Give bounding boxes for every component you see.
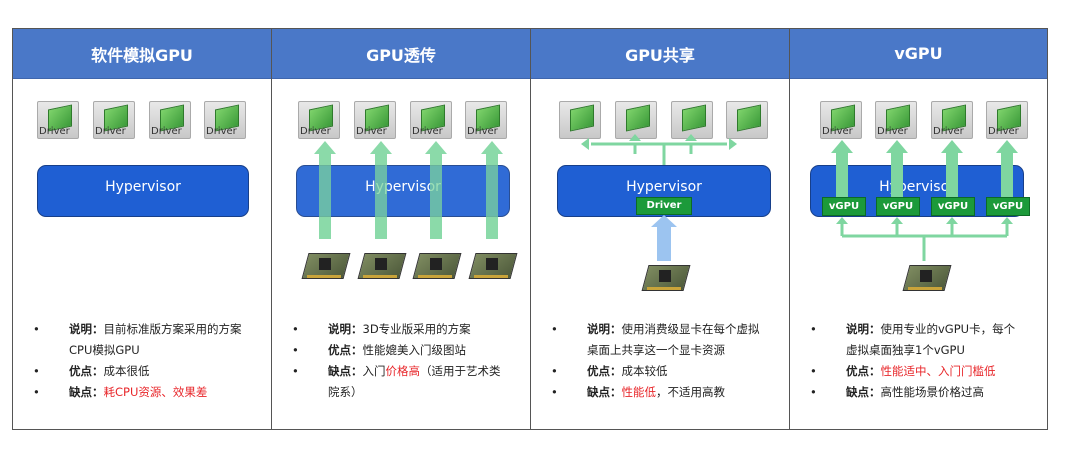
vm-icon — [726, 101, 768, 139]
gpu-card-icon — [641, 261, 691, 291]
column-title: GPU透传 — [272, 29, 530, 79]
vm-icon: Driver — [298, 101, 340, 139]
vm-icon: Driver — [204, 101, 246, 139]
vm-icon: Driver — [93, 101, 135, 139]
vm-icon: Driver — [354, 101, 396, 139]
vm-icon: Driver — [149, 101, 191, 139]
comparison-table: 软件模拟GPU Driver Driver Driver Driver Hype… — [12, 28, 1048, 430]
bullet-list: •说明：目前标准版方案采用的方案 CPU模拟GPU •优点：成本很低 •缺点：耗… — [33, 322, 242, 399]
gpu-card-icon — [902, 261, 952, 291]
vgpu-tag: vGPU — [931, 197, 975, 216]
hypervisor-box: Hypervisor — [37, 165, 249, 217]
hypervisor-box: Hypervisor — [296, 165, 510, 217]
vm-icon — [671, 101, 713, 139]
vgpu-tag: vGPU — [822, 197, 866, 216]
column-gpu-passthrough: GPU透传 Driver Driver Driver Driver Hyperv… — [272, 29, 531, 429]
gpu-card-icon — [357, 249, 407, 279]
vm-icon — [559, 101, 601, 139]
vgpu-tag: vGPU — [986, 197, 1030, 216]
gpu-card-icon — [468, 249, 518, 279]
bullet-list: •说明：使用消费级显卡在每个虚拟 桌面上共享这一个显卡资源 •优点：成本较低 •… — [551, 322, 760, 399]
vgpu-arrows — [831, 140, 1018, 261]
vm-icon: Driver — [465, 101, 507, 139]
vm-icon: Driver — [410, 101, 452, 139]
vm-icon: Driver — [986, 101, 1028, 139]
column-title: 软件模拟GPU — [13, 29, 271, 79]
bullet-list: •说明：3D专业版采用的方案 •优点：性能媲美入门级图站 •缺点：入门价格高（适… — [292, 322, 501, 399]
vm-icon: Driver — [37, 101, 79, 139]
column-title: vGPU — [790, 29, 1047, 79]
bullet-list: •说明：使用专业的vGPU卡，每个 虚拟桌面独享1个vGPU •优点：性能适中、… — [810, 322, 1016, 399]
blue-up-arrow — [651, 215, 677, 261]
gpu-card-icon — [301, 249, 351, 279]
passthrough-arrows-overlay — [319, 165, 498, 217]
vm-icon: Driver — [820, 101, 862, 139]
driver-tag: Driver — [636, 197, 692, 215]
gpu-card-icon — [412, 249, 462, 279]
column-title: GPU共享 — [531, 29, 789, 79]
column-gpu-sharing: GPU共享 Hypervisor Driver — [531, 29, 790, 429]
column-software-gpu: 软件模拟GPU Driver Driver Driver Driver Hype… — [13, 29, 272, 429]
vm-icon: Driver — [875, 101, 917, 139]
vgpu-tag: vGPU — [876, 197, 920, 216]
column-vgpu: vGPU Driver Driver Driver Driver Hypervi… — [790, 29, 1047, 429]
vm-icon: Driver — [931, 101, 973, 139]
